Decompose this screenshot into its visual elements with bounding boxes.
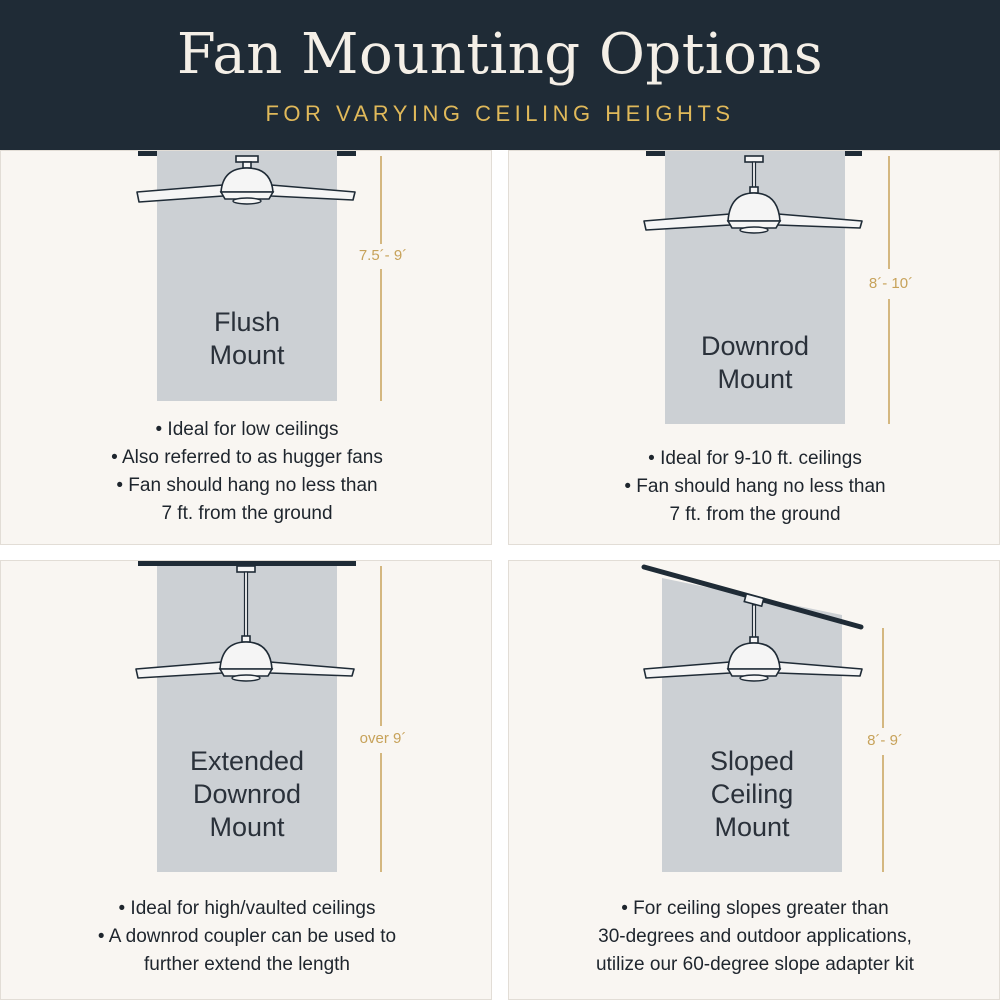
ceiling-fan-icon xyxy=(136,155,356,205)
clearance-column xyxy=(662,578,842,872)
height-label: 8´- 9´ xyxy=(867,732,903,749)
ceiling-fan-icon xyxy=(643,155,863,234)
mount-label-line: Flush xyxy=(213,307,281,337)
panel-flush-mount: 7.5´- 9´ Flush Mount • Ideal for low cei… xyxy=(0,150,492,545)
mount-label: Downrod Mount xyxy=(665,330,845,396)
bullet-item: • Ideal for 9-10 ft. ceilings xyxy=(648,448,862,469)
height-label: over 9´ xyxy=(359,730,407,747)
bullet-item: • For ceiling slopes greater than xyxy=(621,898,889,919)
bullet-item: • A downrod coupler can be used to xyxy=(97,926,397,947)
mount-label: Extended Downrod Mount xyxy=(147,745,347,844)
mount-label-line: Mount xyxy=(209,812,285,842)
flush-mount-diagram xyxy=(136,151,382,401)
panel-extended-downrod-mount: over 9´ Extended Downrod Mount • Ideal f… xyxy=(0,560,492,1000)
mount-label-line: Sloped xyxy=(709,746,795,776)
bullet-list: • Ideal for high/vaulted ceilings • A do… xyxy=(1,895,493,979)
mount-label-line: Extended xyxy=(189,746,305,776)
ceiling-line xyxy=(138,561,356,566)
bullet-item: • Also referred to as hugger fans xyxy=(111,447,383,468)
downrod-mount-diagram xyxy=(643,151,890,424)
mount-label-line: Mount xyxy=(209,340,285,370)
sloped-ceiling-diagram xyxy=(641,564,884,872)
bullet-item: 7 ft. from the ground xyxy=(161,503,333,524)
header-banner: Fan Mounting Options FOR VARYING CEILING… xyxy=(0,0,1000,150)
bullet-list: • Ideal for low ceilings • Also referred… xyxy=(1,416,493,528)
mount-label-line: Downrod xyxy=(700,331,810,361)
panel-sloped-ceiling-mount: 8´- 9´ Sloped Ceiling Mount • For ceilin… xyxy=(508,560,1000,1000)
mount-label: Flush Mount xyxy=(157,306,337,372)
mount-label-line: Mount xyxy=(714,812,790,842)
bullet-item: 7 ft. from the ground xyxy=(669,504,841,525)
bullet-list: • Ideal for 9-10 ft. ceilings • Fan shou… xyxy=(509,445,1000,529)
bullet-item: 30-degrees and outdoor applications, xyxy=(598,926,912,947)
bullet-list: • For ceiling slopes greater than 30-deg… xyxy=(509,895,1000,979)
mount-label: Sloped Ceiling Mount xyxy=(662,745,842,844)
ceiling-fan-icon xyxy=(135,565,355,682)
height-label: 7.5´- 9´ xyxy=(358,247,408,264)
bullet-item: • Ideal for high/vaulted ceilings xyxy=(118,898,376,919)
extended-downrod-diagram xyxy=(135,561,382,872)
panel-downrod-mount: 8´- 10´ Downrod Mount • Ideal for 9-10 f… xyxy=(508,150,1000,545)
height-label: 8´- 10´ xyxy=(868,275,914,292)
mount-label-line: Mount xyxy=(717,364,793,394)
bullet-item: • Ideal for low ceilings xyxy=(155,419,339,440)
bullet-item: • Fan should hang no less than xyxy=(624,476,886,497)
page-title: Fan Mounting Options xyxy=(176,22,824,87)
ceiling-fan-icon xyxy=(643,592,863,682)
bullet-item: • Fan should hang no less than xyxy=(116,475,378,496)
bullet-item: further extend the length xyxy=(144,954,350,975)
page-subtitle: FOR VARYING CEILING HEIGHTS xyxy=(265,101,735,126)
bullet-item: utilize our 60-degree slope adapter kit xyxy=(596,954,914,975)
mount-label-line: Downrod xyxy=(192,779,302,809)
mount-label-line: Ceiling xyxy=(710,779,794,809)
